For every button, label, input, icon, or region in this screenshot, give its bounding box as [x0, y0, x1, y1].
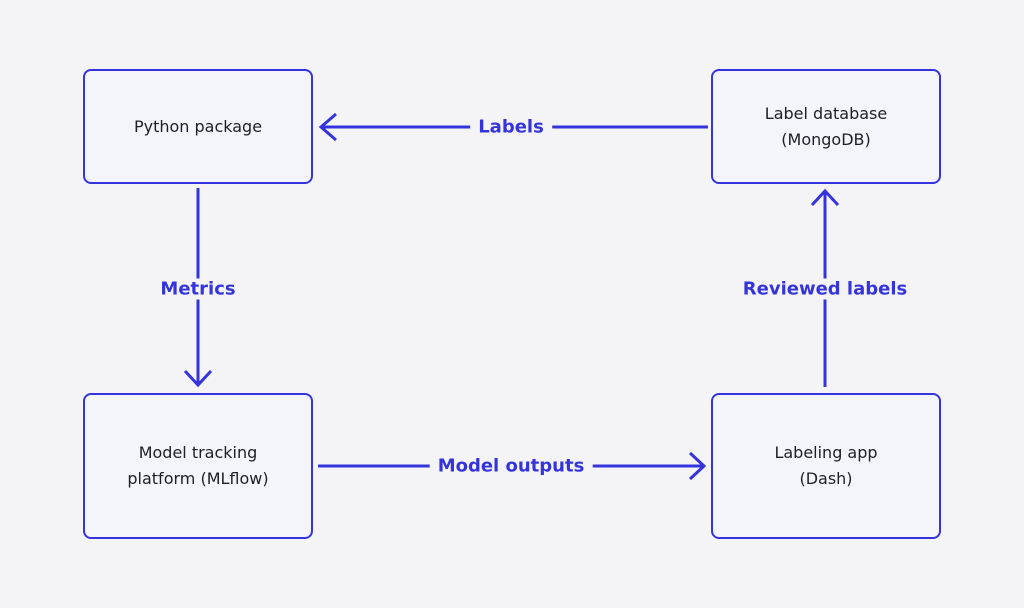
node-label-database-text: Label database — [764, 103, 888, 123]
edge-labels-arrowhead — [318, 112, 337, 142]
edge-label-labels: Labels — [470, 116, 552, 138]
edge-label-reviewed-labels: Reviewed labels — [734, 278, 916, 300]
node-label-database: Label database (MongoDB) — [711, 69, 941, 184]
edge-reviewed-arrowhead — [810, 188, 840, 207]
node-python-package: Python package — [83, 69, 313, 184]
node-model-tracking-subtext: platform (MLflow) — [127, 469, 269, 488]
edge-metrics-arrowhead — [183, 369, 213, 388]
edge-label-model-outputs: Model outputs — [429, 455, 593, 477]
node-label-database-subtext: (MongoDB) — [781, 129, 871, 149]
edge-label-metrics: Metrics — [152, 278, 244, 300]
edge-outputs-arrowhead — [688, 451, 707, 481]
node-labeling-app-text: Labeling app — [774, 443, 878, 462]
node-model-tracking: Model tracking platform (MLflow) — [83, 393, 313, 539]
node-labeling-app-subtext: (Dash) — [799, 469, 853, 488]
node-model-tracking-text: Model tracking — [138, 443, 258, 462]
node-python-package-text: Python package — [133, 116, 263, 136]
node-labeling-app: Labeling app (Dash) — [711, 393, 941, 539]
